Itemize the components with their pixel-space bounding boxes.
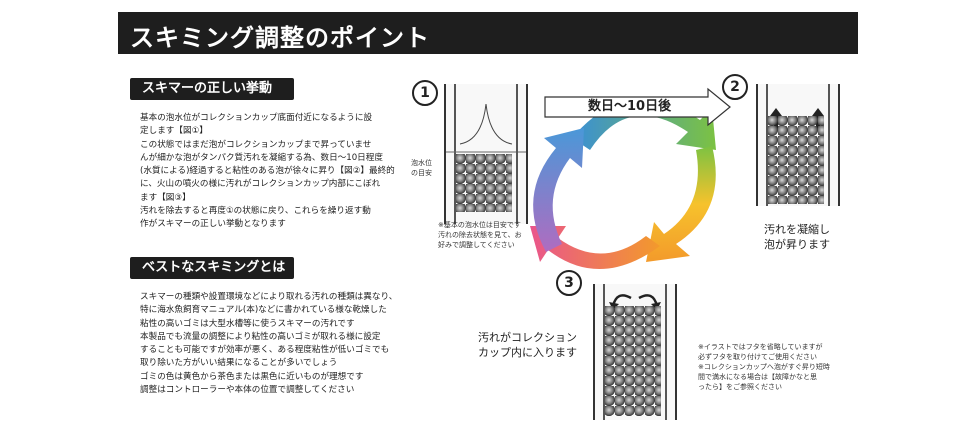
caption-line: 汚れを凝縮し — [764, 223, 830, 236]
section2-body: スキマーの種類や設置環境などにより取れる汚れの種類は異なり、 特に海水魚飼育マニ… — [140, 291, 397, 397]
diagram-footnote: ※イラストではフタを省略していますが 必ずフタを取り付けてご使用ください ※コレ… — [698, 342, 830, 392]
text-line: 粘性の高いゴミは大型水槽等に使うスキマーの汚れです — [140, 318, 355, 329]
text-line: 定します【図①】 — [140, 126, 208, 137]
step-2-foam — [768, 116, 824, 204]
title-banner: スキミング調整のポイント — [118, 12, 858, 54]
step-3-number: 3 — [556, 270, 582, 296]
step-3-caption: 汚れがコレクション カップ内に入ります — [478, 330, 577, 360]
text-line: 汚れを除去すると再度①の状態に戻り、これらを繰り返す動 — [140, 206, 371, 217]
side-label-line: 泡水位 — [411, 159, 432, 167]
step-2-tube — [756, 84, 840, 206]
text-line: 調整はコントローラーや本体の位置で調整してください — [140, 385, 355, 396]
step-1-note: ※基本の泡水位は目安です 汚れの除去状態を見て、お 好みで調整してください — [438, 220, 522, 250]
step-3-tube — [593, 284, 677, 420]
footnote-line: ※イラストではフタを省略していますが — [698, 343, 823, 351]
footnote-line: ったら】をご参照ください — [698, 383, 782, 391]
text-line: んが細かな泡がタンパク質汚れを凝縮する為、数日〜10日程度 — [140, 152, 383, 163]
step-1-foam — [456, 154, 512, 212]
side-label-line: の目安 — [411, 169, 432, 177]
cycle-arc-bottom — [530, 226, 660, 270]
note-line: ※基本の泡水位は目安です — [438, 221, 521, 229]
section-heading-correct-behavior: スキマーの正しい挙動 — [130, 78, 294, 100]
caption-line: カップ内に入ります — [478, 346, 577, 359]
days-arrow-label: 数日〜10日後 — [588, 99, 672, 114]
cycle-arc-left — [533, 128, 584, 252]
note-line: 汚れの除去状態を見て、お — [438, 231, 522, 239]
cycle-arc-right — [646, 146, 716, 262]
note-line: 好みで調整してください — [438, 241, 515, 249]
text-line: 本製品でも流量の調整により粘性の高いゴミが取れる様に設定 — [140, 331, 381, 342]
step-1-cone-illustration — [446, 103, 526, 153]
footnote-line: ※コレクションカップへ泡がすぐ昇り短時 — [698, 363, 830, 371]
text-line: に、火山の噴火の様に汚れがコレクションカップ内部にこぼれ — [140, 179, 381, 190]
section1-body: 基本の泡水位がコレクションカップ底面付近になるように設 定します【図①】 この状… — [140, 112, 395, 232]
step-3-foam — [605, 306, 661, 416]
text-line: ます【図③】 — [140, 192, 191, 203]
caption-line: 泡が昇ります — [764, 238, 830, 251]
text-line: (水質による)経過すると粘性のある泡が徐々に昇り【図②】最終的 — [140, 166, 395, 177]
step-2-number: 2 — [722, 74, 748, 100]
text-line: することも可能ですが効率が悪く、ある程度粘性が低いゴミでも — [140, 345, 390, 356]
text-line: 基本の泡水位がコレクションカップ底面付近になるように設 — [140, 113, 373, 123]
text-line: ゴミの色は黄色から茶色または黒色に近いものが理想です — [140, 371, 364, 382]
step-1-number: 1 — [412, 80, 438, 106]
caption-line: 汚れがコレクション — [478, 331, 577, 344]
step-1-side-label: 泡水位 の目安 — [411, 158, 432, 178]
text-line: 作がスキマーの正しい挙動となります — [140, 219, 286, 230]
text-line: 特に海水魚飼育マニュアル(本)などに書かれている様な乾燥した — [140, 305, 387, 316]
step-2-caption: 汚れを凝縮し 泡が昇ります — [764, 222, 830, 252]
step-1-tube — [444, 84, 528, 224]
section-heading-best-skimming: ベストなスキミングとは — [130, 257, 294, 279]
text-line: この状態ではまだ泡がコレクションカップまで昇っていませ — [140, 139, 372, 150]
footnote-line: 間で満水になる場合は【故障かなと思 — [698, 373, 817, 381]
page-title: スキミング調整のポイント — [130, 24, 430, 52]
text-line: スキマーの種類や設置環境などにより取れる汚れの種類は異なり、 — [140, 292, 398, 302]
footnote-line: 必ずフタを取り付けてご使用ください — [698, 353, 817, 361]
text-line: 取り除いた方がいい結果になることが多いでしょう — [140, 358, 338, 369]
